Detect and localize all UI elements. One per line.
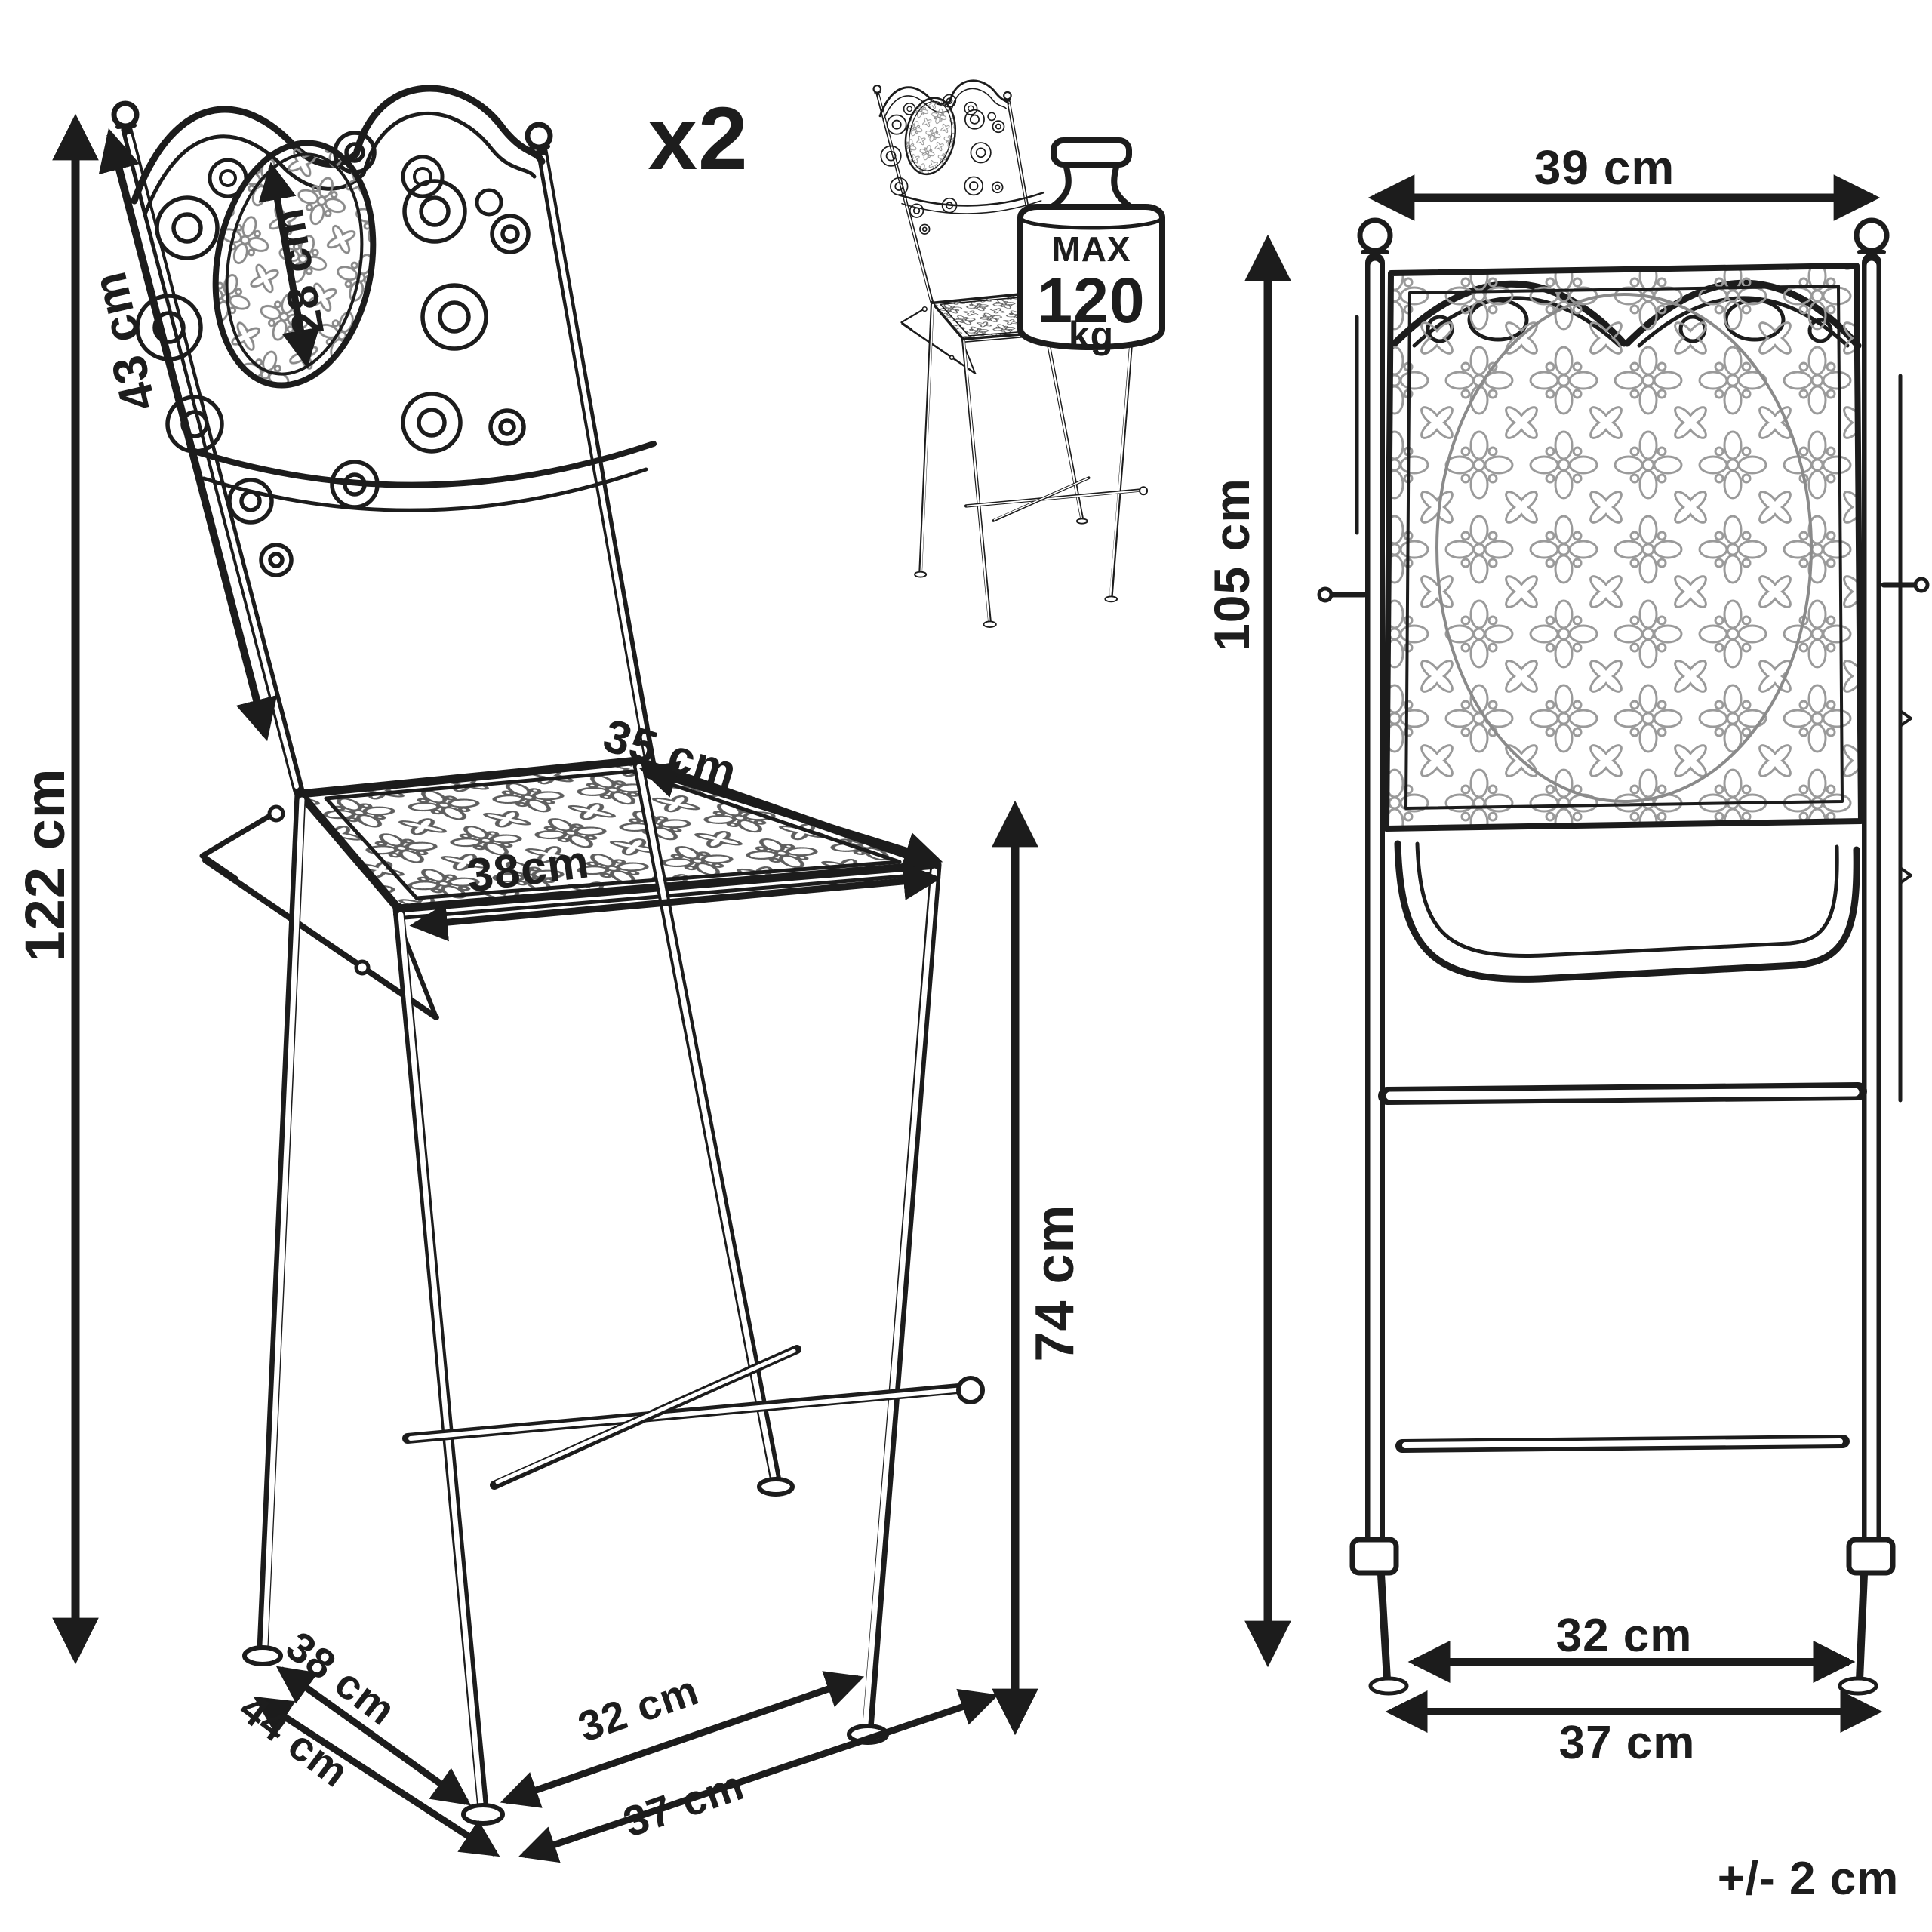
dim-folded-width-label: 39 cm bbox=[1534, 140, 1675, 195]
dim-folded-height-label: 105 cm bbox=[1204, 478, 1260, 651]
max-load-label-max: MAX bbox=[1051, 229, 1131, 269]
tolerance-label: +/- 2 cm bbox=[1717, 1853, 1900, 1905]
max-load-label-value: 120 bbox=[1037, 265, 1146, 336]
assembled-chair-drawing bbox=[114, 88, 983, 1823]
quantity-label: x2 bbox=[648, 89, 749, 189]
dim-seat-height-label: 74 cm bbox=[1025, 1204, 1085, 1362]
dim-arrow-base-depth bbox=[253, 1696, 500, 1857]
dim-folded-outer-label: 37 cm bbox=[1558, 1717, 1696, 1769]
dim-arrow-seat-depth bbox=[638, 761, 943, 869]
max-load-label-unit: kg bbox=[1068, 314, 1115, 356]
dim-total-height-label: 122 cm bbox=[14, 768, 76, 962]
dim-arrow-backrest-oval bbox=[258, 162, 320, 368]
weight-icon bbox=[1017, 137, 1165, 350]
dim-arrow-seat-width bbox=[409, 862, 942, 942]
dim-arrow-backrest-height bbox=[98, 128, 278, 742]
dim-arrow-base-outer bbox=[518, 1688, 999, 1863]
folded-chair-drawing bbox=[1317, 217, 1930, 1696]
dim-folded-inner-label: 32 cm bbox=[1555, 1610, 1693, 1662]
